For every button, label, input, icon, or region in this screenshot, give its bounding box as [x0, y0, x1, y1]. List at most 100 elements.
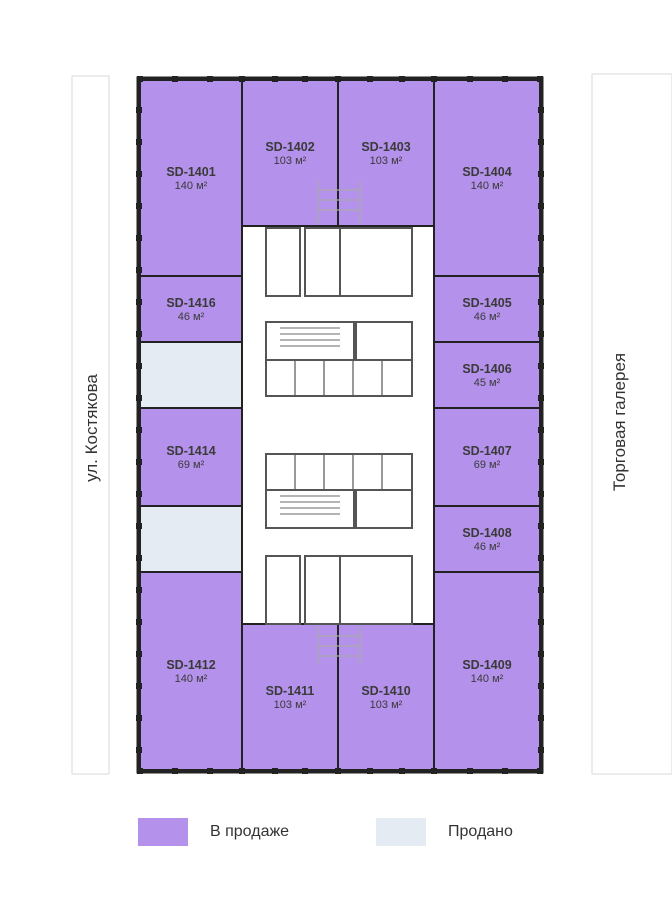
- column: [538, 459, 544, 465]
- unit-code: SD-1416: [166, 296, 215, 310]
- unit-fill[interactable]: [139, 505, 243, 573]
- unit-area: 103 м²: [274, 155, 307, 167]
- column: [136, 619, 142, 625]
- unit-fill[interactable]: [241, 79, 339, 227]
- column: [537, 76, 543, 82]
- unit-area: 103 м²: [274, 699, 307, 711]
- column: [467, 76, 473, 82]
- column: [207, 76, 213, 82]
- unit-code: SD-1403: [361, 140, 410, 154]
- legend-sold: Продано: [376, 818, 513, 846]
- unit-sold[interactable]: [139, 505, 243, 573]
- columns-layer: [136, 76, 544, 774]
- unit-fill[interactable]: [433, 505, 541, 573]
- core-room-south-right: [339, 555, 413, 625]
- column: [538, 107, 544, 113]
- unit-code: SD-1411: [266, 684, 315, 698]
- column: [136, 235, 142, 241]
- unit-code: SD-1402: [265, 140, 314, 154]
- column: [538, 235, 544, 241]
- street-left-strip: [71, 75, 110, 775]
- column: [399, 76, 405, 82]
- column: [272, 768, 278, 774]
- column: [538, 395, 544, 401]
- unit-area: 46 м²: [474, 541, 501, 553]
- column: [172, 76, 178, 82]
- column: [136, 299, 142, 305]
- column: [538, 171, 544, 177]
- column: [399, 768, 405, 774]
- unit-fill[interactable]: [433, 341, 541, 409]
- unit-area: 103 м²: [370, 155, 403, 167]
- unit-sold[interactable]: [139, 341, 243, 409]
- column: [136, 363, 142, 369]
- unit-code: SD-1401: [166, 165, 215, 179]
- column: [538, 267, 544, 273]
- column: [136, 555, 142, 561]
- unit-area: 69 м²: [178, 459, 205, 471]
- column: [136, 651, 142, 657]
- unit-fill[interactable]: [433, 79, 541, 277]
- core-room-south-shaft: [355, 489, 413, 529]
- unit-code: SD-1410: [361, 684, 410, 698]
- unit-code: SD-1408: [462, 526, 511, 540]
- column: [335, 76, 341, 82]
- unit-fill[interactable]: [337, 79, 435, 227]
- core-room-north-right: [339, 227, 413, 297]
- core-room-north-left: [265, 227, 301, 297]
- core-cubicles-north: [265, 359, 413, 397]
- unit-fill[interactable]: [241, 623, 339, 771]
- core-room-south-left: [265, 555, 301, 625]
- unit-fill[interactable]: [139, 407, 243, 507]
- column: [538, 331, 544, 337]
- street-right-label: Торговая галерея: [610, 353, 629, 491]
- legend-for-sale-label: В продаже: [210, 823, 290, 840]
- unit-fill[interactable]: [139, 275, 243, 343]
- column: [136, 491, 142, 497]
- column: [136, 267, 142, 273]
- unit-code: SD-1404: [462, 165, 511, 179]
- column: [538, 427, 544, 433]
- column: [136, 331, 142, 337]
- unit-fill[interactable]: [433, 571, 541, 771]
- legend-sold-label: Продано: [448, 823, 513, 840]
- column: [136, 107, 142, 113]
- unit-fill[interactable]: [139, 341, 243, 409]
- unit-fill[interactable]: [139, 571, 243, 771]
- column: [538, 651, 544, 657]
- unit-fill[interactable]: [433, 275, 541, 343]
- unit-area: 46 м²: [178, 311, 205, 323]
- column: [136, 587, 142, 593]
- street-right-strip: [591, 73, 672, 775]
- unit-area: 140 м²: [175, 673, 208, 685]
- unit-fill[interactable]: [337, 623, 435, 771]
- column: [302, 768, 308, 774]
- column: [137, 76, 143, 82]
- unit-area: 45 м²: [474, 377, 501, 389]
- column: [538, 619, 544, 625]
- legend-for-sale-swatch: [138, 818, 188, 846]
- column: [502, 768, 508, 774]
- unit-fill[interactable]: [139, 79, 243, 277]
- unit-code: SD-1406: [462, 362, 511, 376]
- column: [431, 76, 437, 82]
- unit-fill[interactable]: [433, 407, 541, 507]
- column: [136, 683, 142, 689]
- core: [265, 180, 413, 664]
